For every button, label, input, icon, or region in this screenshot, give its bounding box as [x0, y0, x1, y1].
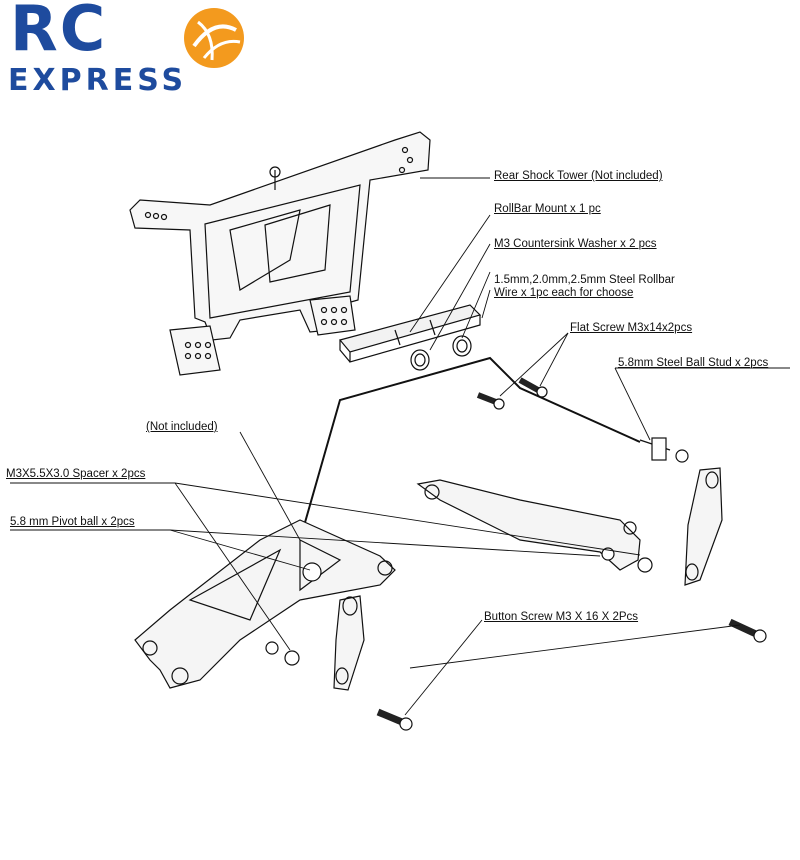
left-a-arm	[134, 519, 396, 689]
countersink-washers	[410, 335, 472, 371]
label-button-screw: Button Screw M3 X 16 X 2Pcs	[484, 611, 639, 623]
label-rollbar-wire-line2: Wire x 1pc each for choose	[494, 287, 634, 299]
center-link	[333, 595, 365, 691]
logo-swoosh-icon	[192, 20, 241, 61]
label-spacer: M3X5.5X3.0 Spacer x 2pcs	[6, 468, 146, 480]
label-rollbar-mount: RollBar Mount x 1 pc	[494, 203, 601, 215]
rc-express-logo: RC EXPRESS	[6, 0, 246, 104]
label-rollbar-wire-line1: 1.5mm,2.0mm,2.5mm Steel Rollbar	[494, 274, 675, 286]
logo-express-text: EXPRESS	[8, 63, 188, 98]
label-flat-screw: Flat Screw M3x14x2pcs	[570, 322, 693, 334]
label-pivot-ball: 5.8 mm Pivot ball x 2pcs	[10, 516, 135, 528]
logo-rc-text: RC	[10, 0, 108, 65]
label-not-included: (Not included)	[146, 421, 218, 433]
ball-stud	[639, 437, 689, 463]
label-ball-stud: 5.8mm Steel Ball Stud x 2pcs	[618, 357, 769, 369]
logo-ball-icon	[184, 8, 244, 68]
label-rear-shock-tower: Rear Shock Tower (Not included)	[494, 170, 663, 182]
label-countersink-washer: M3 Countersink Washer x 2 pcs	[494, 238, 657, 250]
button-screws	[376, 618, 767, 731]
rollbar-mount	[338, 304, 482, 363]
leader-lines	[10, 177, 790, 716]
right-link	[684, 467, 723, 586]
right-a-arm	[416, 479, 653, 573]
rollbar-wire	[299, 356, 641, 541]
rear-shock-tower	[129, 131, 431, 376]
flat-screws	[476, 377, 548, 410]
